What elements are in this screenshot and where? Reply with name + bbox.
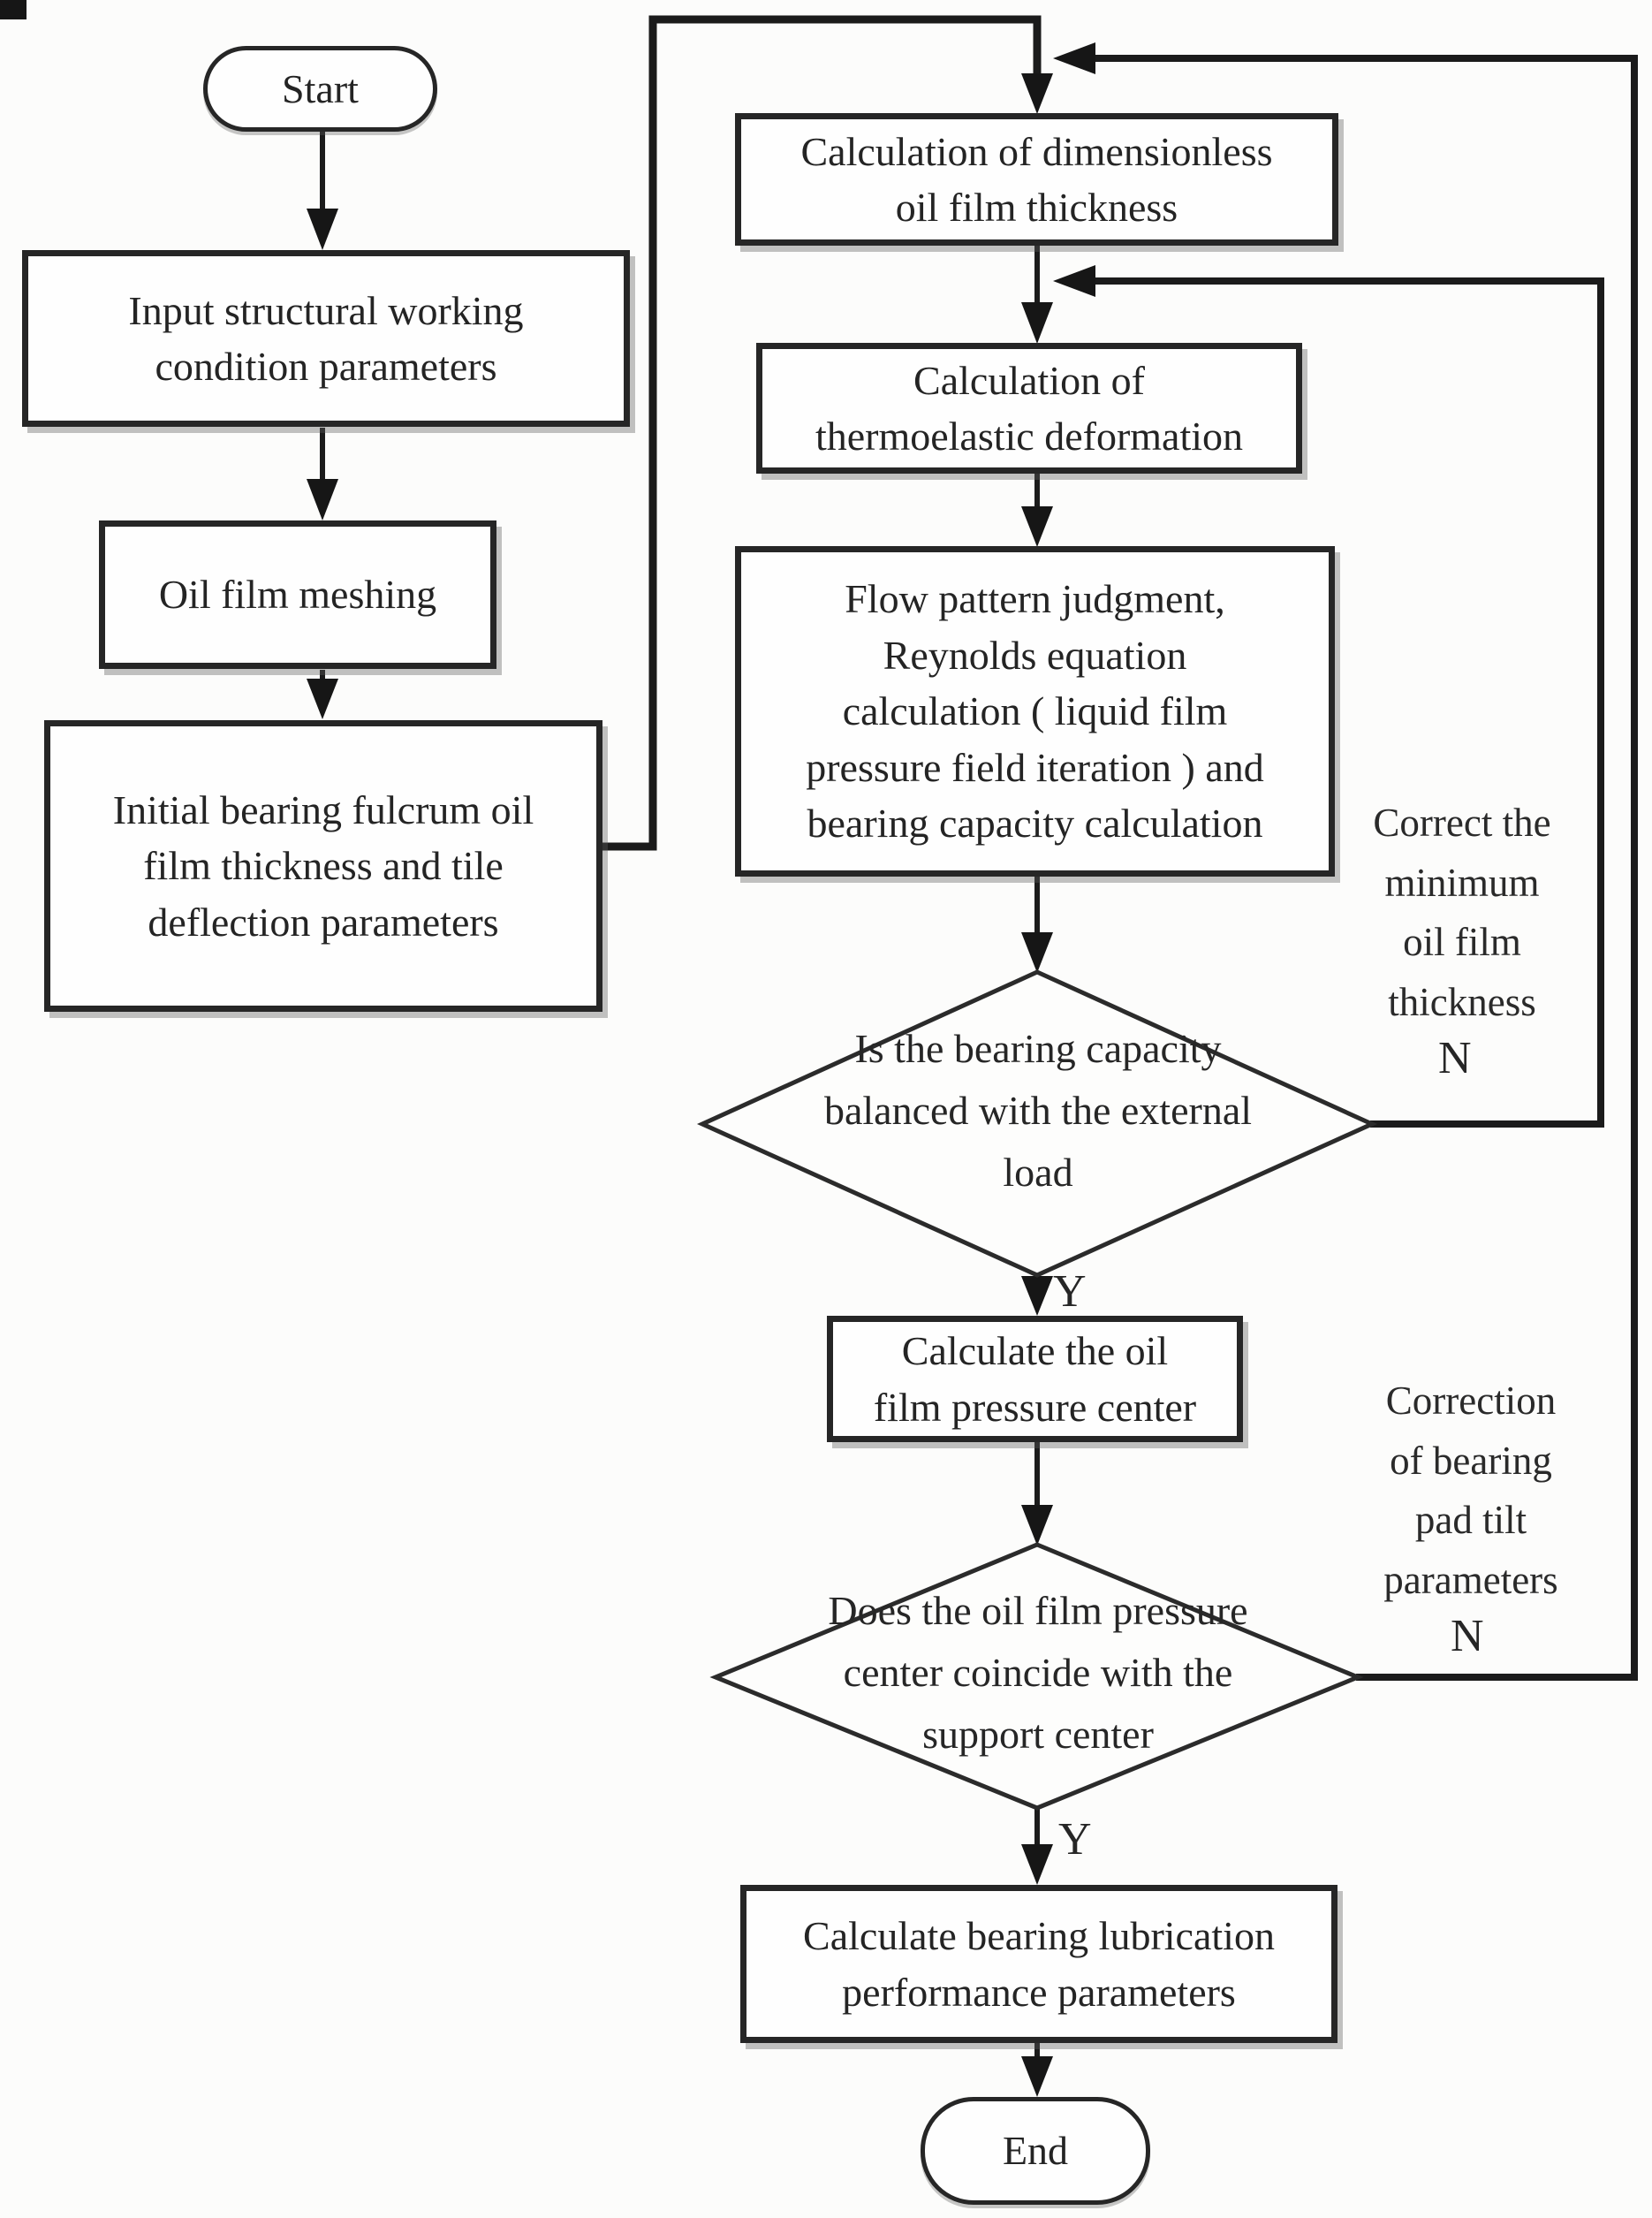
process-initial-bearing: Initial bearing fulcrum oil film thickne… — [44, 720, 602, 1012]
decision2-yes-label: Y — [1058, 1814, 1092, 1865]
note-correct-min-thickness: Correct the minimum oil film thickness — [1373, 801, 1551, 1024]
arrowhead-into-flowpattern — [1021, 506, 1053, 547]
end-node: End — [921, 2097, 1150, 2205]
decision2-label: Does the oil film pressure center coinci… — [828, 1588, 1248, 1757]
arrowhead-into-decision2 — [1021, 1505, 1053, 1546]
decision2-no-label: N — [1451, 1611, 1484, 1661]
process-calc-lubrication: Calculate bearing lubrication performanc… — [740, 1885, 1338, 2043]
process-oil-film-meshing: Oil film meshing — [99, 520, 496, 669]
arrowhead-into-end — [1021, 2056, 1053, 2097]
arrowhead-into-lubrication — [1021, 1844, 1053, 1885]
arrowhead-into-pressurecenter — [1021, 1276, 1053, 1316]
arrowhead-into-meshing — [307, 479, 338, 520]
process-calc-dimensionless: Calculation of dimensionless oil film th… — [735, 113, 1338, 246]
decision1-diamond — [696, 969, 1378, 1278]
arrowhead-into-thermoelastic — [1021, 302, 1053, 344]
edge-decision2-no-loop — [1094, 55, 1638, 1681]
decision2-diamond — [709, 1542, 1364, 1811]
edge-initial-to-dimensionless — [602, 15, 1042, 851]
note-correct-pad-tilt: Correction of bearing pad tilt parameter… — [1383, 1379, 1558, 1602]
arrowhead-loop2-left — [1053, 42, 1095, 74]
process-calc-pressure-center: Calculate the oil film pressure center — [827, 1316, 1243, 1442]
arrowhead-into-dimensionless — [1021, 73, 1053, 114]
decision1-no-label: N — [1438, 1033, 1472, 1083]
process-flow-pattern: Flow pattern judgment, Reynolds equation… — [735, 546, 1335, 877]
start-node: Start — [203, 46, 437, 132]
arrowhead-into-initial — [307, 679, 338, 719]
arrowhead-into-decision1 — [1021, 932, 1053, 973]
arrowhead-into-input — [307, 209, 338, 250]
arrowhead-loop1-left — [1053, 265, 1095, 297]
decision1-yes-label: Y — [1053, 1266, 1087, 1317]
process-calc-thermoelastic: Calculation of thermoelastic deformation — [756, 343, 1302, 474]
edge-decision1-no-loop — [1094, 277, 1604, 1128]
scan-artifact — [0, 0, 27, 19]
process-input-params: Input structural working condition param… — [22, 250, 630, 427]
decision1-label: Is the bearing capacity balanced with th… — [823, 1026, 1253, 1195]
